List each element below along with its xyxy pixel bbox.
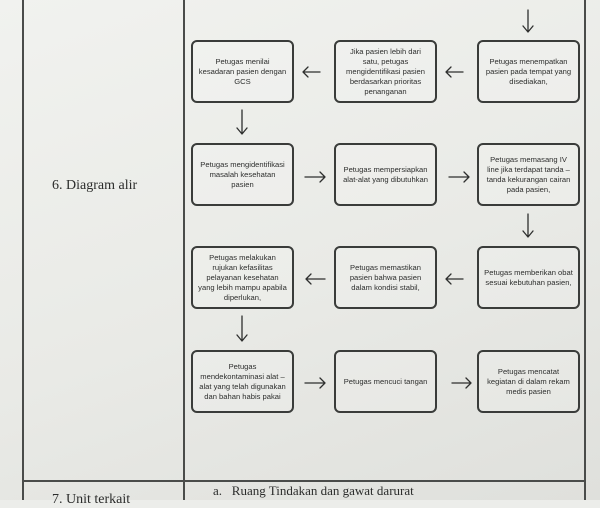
arrow-down-3 xyxy=(236,315,248,342)
arrow-down-incoming xyxy=(522,9,534,33)
flow-box-iv-line: Petugas memasang IV line jika terdapat t… xyxy=(477,143,580,206)
flow-box-referral: Petugas melakukan rujukan kefasilitas pe… xyxy=(191,246,294,309)
flow-box-prioritize: Jika pasien lebih dari satu, petugas men… xyxy=(334,40,437,103)
section-label: 6. Diagram alir xyxy=(52,178,138,193)
section-item-a: a. Ruang Tindakan dan gawat darurat xyxy=(213,483,414,498)
table-right-border xyxy=(584,0,586,500)
flow-box-decontaminate: Petugas mendekontaminasi alat – alat yan… xyxy=(191,350,294,413)
flow-box-give-medicine: Petugas memberikan obat sesuai kebutuhan… xyxy=(477,246,580,309)
flow-box-wash-hands: Petugas mencuci tangan xyxy=(334,350,437,413)
arrow-right-3 xyxy=(304,377,326,389)
table-row-divider xyxy=(22,480,585,482)
flow-box-assess-gcs: Petugas menilai kesadaran pasien dengan … xyxy=(191,40,294,103)
arrow-right-4 xyxy=(451,377,472,389)
arrow-down-2 xyxy=(522,213,534,238)
next-section-label: 7. Unit terkait xyxy=(52,492,131,507)
arrow-left-2 xyxy=(302,66,321,78)
flow-box-place-patient: Petugas menempatkan pasien pada tempat y… xyxy=(477,40,580,103)
arrow-left-3 xyxy=(445,273,464,285)
flow-box-ensure-stable: Petugas memastikan pasien bahwa pasien d… xyxy=(334,246,437,309)
flow-box-prepare-tools: Petugas mempersiapkan alat-alat yang dib… xyxy=(334,143,437,206)
table-column-divider xyxy=(183,0,185,500)
arrow-right-1 xyxy=(304,171,326,183)
arrow-down-1 xyxy=(236,109,248,135)
arrow-right-2 xyxy=(448,171,470,183)
table-left-border xyxy=(22,0,24,500)
arrow-left-4 xyxy=(305,273,326,285)
flow-box-identify-problem: Petugas mengidentifikasi masalah kesehat… xyxy=(191,143,294,206)
flow-box-record-notes: Petugas mencatat kegiatan di dalam rekam… xyxy=(477,350,580,413)
arrow-left-1 xyxy=(445,66,464,78)
